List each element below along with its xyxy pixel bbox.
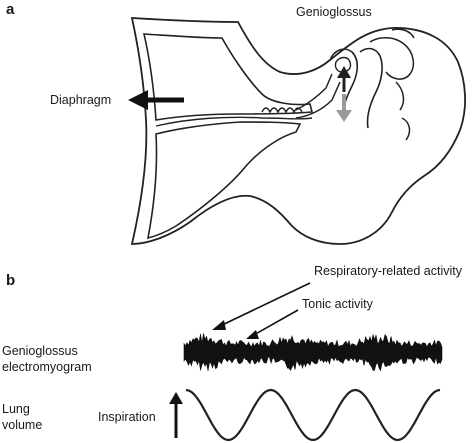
emg-label-line1: Genioglossus	[2, 344, 78, 358]
genioglossus-muscle	[334, 56, 352, 73]
tonic-activity-label: Tonic activity	[302, 297, 373, 311]
inspiration-label: Inspiration	[98, 410, 156, 424]
lung-volume-label-line1: Lung	[2, 402, 30, 416]
airway-diagram	[128, 17, 466, 245]
genioglossus-label: Genioglossus	[296, 5, 372, 19]
diaphragm-label: Diaphragm	[50, 93, 112, 107]
tonic-activity-arrow	[251, 309, 299, 337]
panel-a-letter: a	[6, 1, 15, 18]
body-outline	[130, 17, 466, 245]
diaphragm-line	[155, 116, 313, 127]
respiratory-activity-label: Respiratory-related activity	[314, 264, 462, 278]
respiratory-activity-arrow	[217, 282, 311, 328]
thorax-upper	[142, 33, 314, 121]
emg-trace	[183, 333, 443, 372]
lung-volume-label-line2: volume	[2, 418, 43, 432]
thorax-lower	[146, 121, 302, 240]
lung-volume-trace	[185, 388, 441, 442]
emg-label-line2: electromyogram	[2, 360, 92, 374]
trachea	[261, 107, 303, 114]
nasal-cavity	[369, 37, 415, 80]
panel-b-letter: b	[6, 272, 16, 289]
